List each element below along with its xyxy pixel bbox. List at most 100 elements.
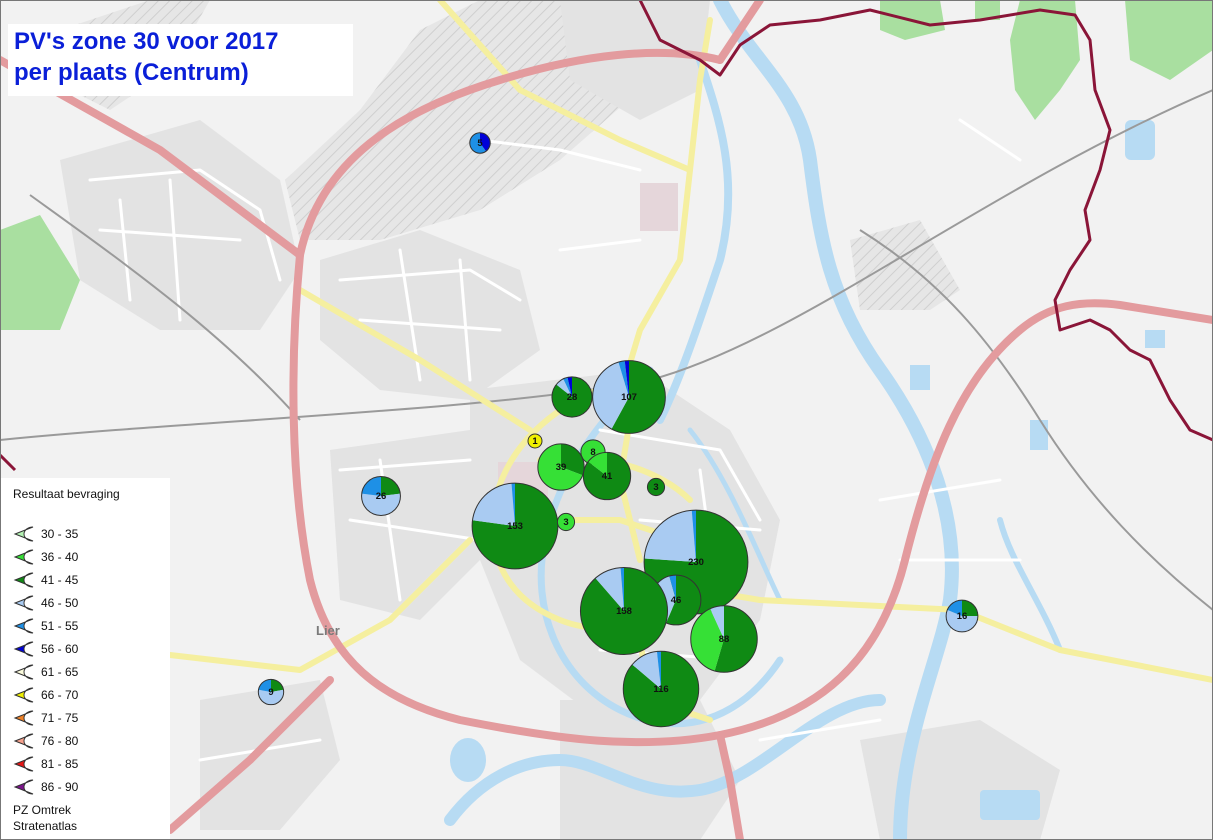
pie-slice [472,483,515,526]
pie-slice [361,476,381,496]
legend-swatch-icon [13,549,34,565]
pie-marker[interactable]: 116 [622,650,700,728]
municipal-border [0,0,1213,472]
pie-slice [618,360,629,397]
legend-swatch-icon [13,733,34,749]
legend-item-label: 46 - 50 [41,596,79,610]
pie-slice [623,651,699,727]
pie-marker[interactable]: 26 [361,476,401,516]
legend-item-label: 56 - 60 [41,642,79,656]
title-box [8,24,353,96]
pie-marker-label: 153 [507,521,523,532]
pie-marker-label: 46 [671,595,682,606]
legend-panel [0,478,170,840]
pie-slice [527,433,543,449]
pie-marker-label: 26 [376,491,387,502]
pie-marker-label: 230 [688,557,704,568]
legend-swatch-icon [13,572,34,588]
legend-item: 86 - 90 [13,778,78,796]
legend-item-label: 36 - 40 [41,550,79,564]
pie-marker[interactable]: 39 [537,443,585,491]
pie-marker-label: 39 [556,462,567,473]
legend-item: 36 - 40 [13,548,78,566]
legend-swatch-icon [13,756,34,772]
pie-slice [691,510,696,562]
credits-line-2: Stratenatlas [13,819,78,833]
pie-outline [537,443,585,491]
pie-slice [611,360,666,434]
legend-item-label: 61 - 65 [41,665,79,679]
pie-slice [656,651,661,689]
pie-slice [537,443,583,491]
pie-outline [579,566,669,656]
pie-slice [258,689,284,705]
pie-markers: 528107183941326153312304615816889116 [257,132,979,728]
legend-swatch-icon [13,526,34,542]
pie-slice [669,575,676,600]
pie-marker[interactable]: 9 [257,678,285,706]
pie-slice [666,575,701,625]
legend-swatch-icon [13,779,34,795]
map-title-line-1: PV's zone 30 voor 2017 [14,28,279,55]
pie-slice [962,600,978,616]
pie-slice [646,477,666,497]
pie-marker[interactable]: 41 [582,451,632,501]
pie-marker[interactable]: 3 [646,477,666,497]
credits-line-1: PZ Omtrek [13,803,72,817]
pie-slice [361,493,401,516]
pie-marker-label: 158 [616,606,632,617]
pie-marker[interactable]: 107 [592,360,666,434]
pie-slice [556,512,576,532]
legend-item: 66 - 70 [13,686,78,704]
pie-marker-label: 41 [602,471,613,482]
pie-marker-label: 9 [268,687,273,698]
pie-marker-label: 3 [563,517,568,528]
pie-slice [595,567,624,611]
pie-marker-label: 16 [957,611,968,622]
water-bodies [450,120,1165,820]
legend-swatch-icon [13,641,34,657]
legend-item: 51 - 55 [13,617,78,635]
credits: PZ Omtrek Stratenatlas [13,802,77,834]
highlight-block [640,183,678,231]
pie-slice [580,567,668,655]
pie-marker-label: 107 [621,392,637,403]
pie-slice [710,605,724,639]
legend-item: 41 - 45 [13,571,78,589]
legend-item-label: 41 - 45 [41,573,79,587]
pie-slice [690,608,724,671]
pie-slice [480,132,491,152]
pie-outline [551,376,593,418]
minor-streets [88,118,1022,762]
legend-item: 56 - 60 [13,640,78,658]
legend-item-label: 76 - 80 [41,734,79,748]
pie-outline [945,599,979,633]
legend-item-label: 51 - 55 [41,619,79,633]
pie-slice [632,651,661,689]
pie-marker[interactable]: 5 [469,132,491,154]
pie-outline [361,476,401,516]
legend-item: 46 - 50 [13,594,78,612]
legend-item: 76 - 80 [13,732,78,750]
pie-slice [714,605,758,673]
pie-marker[interactable]: 1 [527,433,543,449]
legend-item: 30 - 35 [13,525,78,543]
pie-marker[interactable]: 88 [690,605,758,673]
pie-marker[interactable]: 16 [945,599,979,633]
pie-marker-label: 3 [653,482,658,493]
pie-marker[interactable]: 28 [551,376,593,418]
pie-marker[interactable]: 153 [471,482,559,570]
pie-marker-label: 5 [477,138,483,149]
pie-outline [469,132,491,154]
pie-slice [381,476,401,496]
legend-item-label: 86 - 90 [41,780,79,794]
legend-item-label: 30 - 35 [41,527,79,541]
pie-marker[interactable]: 3 [556,512,576,532]
legend-item: 81 - 85 [13,755,78,773]
pie-marker-label: 116 [653,684,668,695]
pie-slice [567,376,572,397]
pie-marker-label: 28 [567,392,578,403]
legend-item: 71 - 75 [13,709,78,727]
pie-marker[interactable]: 158 [579,566,669,656]
